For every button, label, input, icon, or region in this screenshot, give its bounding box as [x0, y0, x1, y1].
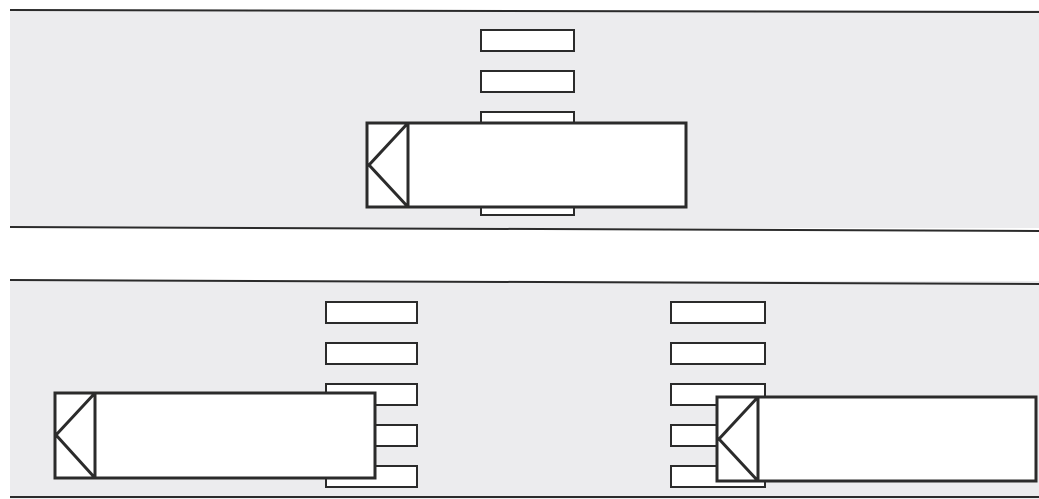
truck-body — [717, 397, 1036, 481]
truck-right — [717, 397, 1036, 481]
truck-body — [367, 123, 686, 207]
truck-body — [55, 393, 375, 478]
bottom-road-scene — [10, 280, 1039, 499]
top-road-scene — [10, 10, 1039, 231]
truck-left — [55, 393, 375, 478]
truck — [367, 123, 686, 207]
crosswalk-stripe — [671, 343, 765, 364]
crosswalk-stripe — [481, 71, 574, 92]
crosswalk-stripe — [481, 30, 574, 51]
crosswalk-stripe — [326, 302, 417, 323]
crosswalk-stripe — [671, 302, 765, 323]
crosswalk-stripe — [326, 343, 417, 364]
